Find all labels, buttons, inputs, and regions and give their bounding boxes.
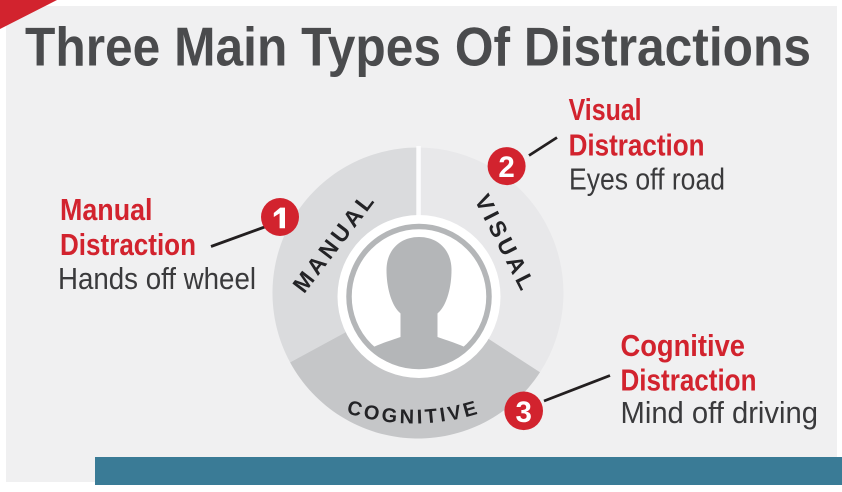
svg-text:Mind off driving: Mind off driving <box>621 395 819 430</box>
svg-text:Three Main Types Of Distractio: Three Main Types Of Distractions <box>25 16 811 78</box>
svg-text:Distraction: Distraction <box>621 363 757 398</box>
svg-text:Distraction: Distraction <box>569 127 705 162</box>
svg-text:Cognitive: Cognitive <box>621 328 746 363</box>
svg-text:3: 3 <box>515 396 531 429</box>
svg-text:2: 2 <box>498 151 514 184</box>
svg-text:Visual: Visual <box>569 92 642 127</box>
svg-text:Distraction: Distraction <box>60 227 196 262</box>
svg-text:Manual: Manual <box>60 192 153 227</box>
svg-text:Eyes off road: Eyes off road <box>569 162 725 197</box>
svg-text:Hands off wheel: Hands off wheel <box>58 261 256 296</box>
